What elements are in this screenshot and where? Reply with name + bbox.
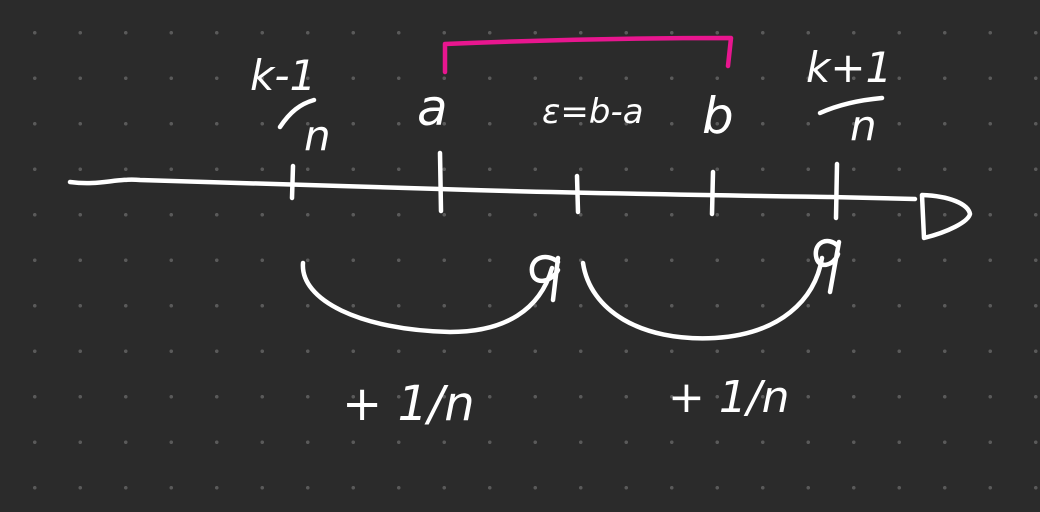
- label-b: b: [702, 87, 734, 145]
- label-k-plus-1: k+1: [806, 43, 892, 92]
- arrow-head: [919, 192, 973, 241]
- fraction-bar-right: [817, 95, 885, 116]
- step-arc-left: [300, 260, 555, 335]
- step-arrow-tip-left: [529, 254, 561, 303]
- label-step-right: + 1/n: [668, 372, 790, 423]
- step-arrow-tip-right: [813, 238, 842, 295]
- tick-middle: [574, 173, 581, 215]
- label-a: a: [417, 79, 448, 137]
- fraction-bar-left: [277, 97, 317, 130]
- label-k-minus-1: k-1: [250, 51, 316, 100]
- label-n-left: n: [304, 111, 331, 160]
- number-line: [67, 177, 918, 202]
- label-step-left: + 1/n: [342, 376, 475, 432]
- tick-k-plus-1: [833, 161, 840, 221]
- epsilon-bracket: [442, 35, 734, 75]
- step-arc-right: [580, 255, 825, 341]
- tick-b: [709, 169, 716, 217]
- label-n-right: n: [850, 101, 877, 150]
- tick-a: [437, 150, 444, 214]
- tick-k-minus-1: [289, 163, 296, 201]
- label-epsilon: ε=b-a: [542, 92, 644, 132]
